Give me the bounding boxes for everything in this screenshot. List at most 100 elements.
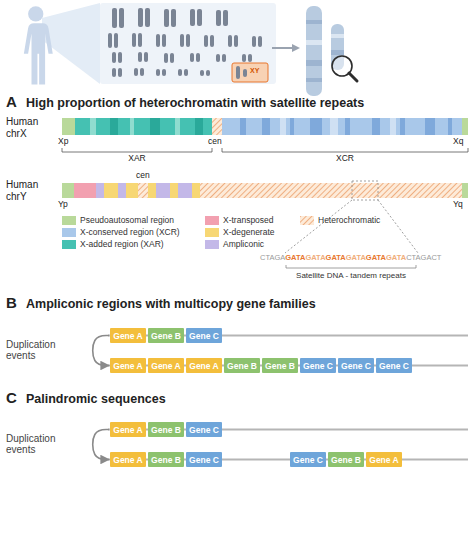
region-bracket [62, 148, 468, 152]
chromosome-x-bar [425, 118, 435, 135]
gene-box: Gene C [186, 328, 222, 343]
text-label: Yp [58, 200, 68, 210]
gene-box: Gene C [338, 358, 374, 373]
karyotype [119, 8, 124, 28]
repeat-bracket [286, 265, 416, 268]
karyotype [162, 34, 166, 47]
zoomed-chromosomes [306, 40, 322, 45]
human-figure [28, 6, 43, 21]
gene-box: Gene B [224, 358, 260, 373]
gene-box: Gene C [186, 452, 222, 467]
gene-label: Gene B [227, 361, 257, 371]
gene-box: Gene A [366, 452, 402, 467]
legend-text: Heterochromatic [318, 215, 380, 225]
karyotype [210, 35, 214, 47]
zoomed-chromosomes [331, 34, 344, 38]
chromosome-y-bar [462, 183, 468, 198]
chromosome-y-bar [104, 183, 118, 198]
legend-text: X-conserved region (XCR) [80, 227, 180, 237]
legend-swatch [62, 216, 76, 225]
zoom-callout [352, 181, 378, 200]
karyotype [223, 10, 228, 26]
text-label: Yq [453, 200, 463, 210]
gene-box: Gene B [148, 452, 184, 467]
karyotype [186, 34, 190, 47]
text-label: Human chrY [6, 179, 46, 202]
gene-label: Gene C [379, 361, 409, 371]
gene-label: Gene A [113, 331, 142, 341]
sequence-segment: GATA [326, 254, 346, 263]
legend-swatch [205, 216, 219, 225]
gene-box: Gene A [186, 358, 222, 373]
karyotype [190, 53, 194, 62]
chromosome-x-bar [195, 118, 203, 135]
karyotype [108, 33, 112, 48]
text-label: cen [136, 171, 150, 181]
text-label: A [6, 93, 17, 110]
duplication-arrow [93, 336, 109, 366]
gene-label: Gene A [369, 455, 398, 465]
chromosome-x-bar [462, 118, 468, 135]
human-figure [24, 3, 100, 84]
chromosome-x-bar [240, 118, 246, 135]
karyotype [132, 33, 136, 47]
text-label: Palindromic sequences [26, 392, 466, 406]
gene-box: Gene A [110, 328, 146, 343]
repeat-bracket [286, 265, 416, 268]
chromosome-x-bar [262, 118, 270, 135]
legend-item: Heterochromatic [300, 215, 380, 225]
karyotype [252, 36, 256, 47]
chromosome-y-bar [148, 183, 156, 198]
sequence-segment: GATA [386, 254, 406, 263]
zoomed-chromosomes [306, 20, 322, 24]
legend-swatch [300, 216, 314, 225]
karyotype [236, 66, 240, 79]
gene-label: Gene C [303, 361, 333, 371]
legend-swatch [300, 216, 314, 225]
text-label: B [6, 294, 17, 311]
chromosome-y-bar [178, 183, 192, 198]
legend-text: X-degenerate [223, 227, 275, 237]
legend-text: X-added region (XAR) [80, 239, 164, 249]
karyotype [138, 33, 142, 47]
karyotype [180, 34, 184, 47]
text-label: Xq [453, 137, 463, 147]
gene-label: Gene B [151, 425, 181, 435]
chromosome-y-bar [74, 183, 96, 198]
text-label: High proportion of heterochromatin with … [26, 96, 466, 110]
gene-box: Gene A [110, 358, 146, 373]
gene-label: Gene A [113, 361, 142, 371]
karyotype [228, 35, 232, 47]
karyotype [114, 33, 118, 48]
chromosome-x-bar [130, 118, 134, 135]
karyotype [144, 52, 148, 62]
magnifier-icon [332, 56, 357, 81]
karyotype [118, 52, 122, 63]
chromosome-y-bar [126, 183, 138, 198]
chromosome-y-bar [200, 183, 462, 198]
legend-text: Ampliconic [223, 239, 264, 249]
magnifier-icon [349, 73, 357, 81]
karyotype [112, 68, 116, 77]
karyotype [171, 9, 176, 27]
karyotype [118, 68, 122, 77]
gene-label: Gene B [265, 361, 295, 371]
karyotype [156, 69, 160, 76]
karyotype [112, 52, 116, 63]
legend-text: Pseudoautosomal region [80, 215, 174, 225]
karyotype [178, 69, 182, 76]
gene-box: Gene A [110, 452, 146, 467]
karyotype [100, 3, 276, 84]
gene-box: Gene B [148, 328, 184, 343]
sequence-line: CTAGAGATAGATAGATAGATAGATAGATACTAGACT [260, 254, 441, 263]
karyotype [200, 70, 204, 76]
zoomed-chromosomes [306, 6, 322, 96]
gene-label: Gene C [189, 425, 219, 435]
gene-label: Gene B [151, 331, 181, 341]
chromosome-x-bar [62, 118, 468, 135]
gene-label: Gene A [189, 361, 218, 371]
human-figure [24, 6, 53, 84]
gene-label: Gene A [113, 425, 142, 435]
